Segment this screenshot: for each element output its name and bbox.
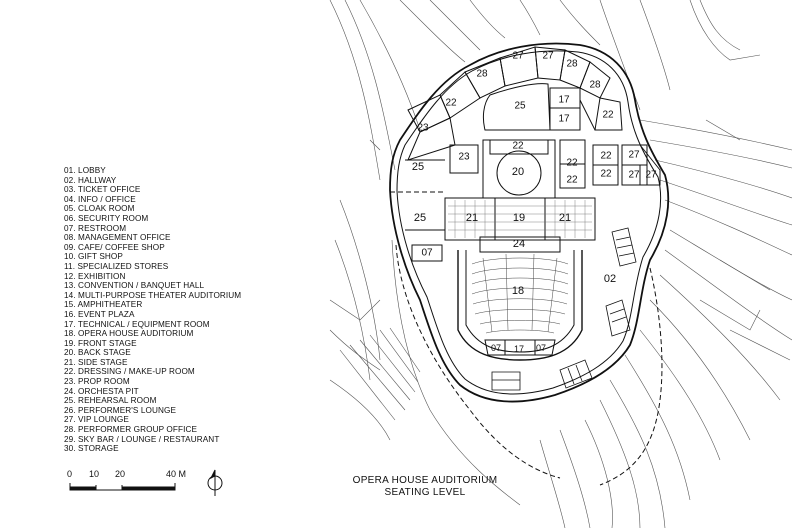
building-outline <box>389 42 670 403</box>
legend-item: 05. CLOAK ROOM <box>64 204 135 214</box>
legend-item: 07. RESTROOM <box>64 223 127 233</box>
room-label: 18 <box>512 285 524 297</box>
auditorium-seating <box>457 250 583 361</box>
legend-item: 20. BACK STAGE <box>64 348 131 358</box>
room-label: 28 <box>476 69 488 80</box>
room-label: 21 <box>466 212 478 224</box>
legend-item: 27. VIP LOUNGE <box>64 415 129 425</box>
legend-item: 01. LOBBY <box>64 166 106 175</box>
legend-item: 16. EVENT PLAZA <box>64 309 135 319</box>
legend-item: 08. MANAGEMENT OFFICE <box>64 233 171 243</box>
room-label: 27 <box>542 51 554 62</box>
legend-item: 12. EXHIBITION <box>64 271 126 281</box>
room-label: 17 <box>558 95 570 106</box>
legend-item: 06. SECURITY ROOM <box>64 213 149 223</box>
room-label: 23 <box>417 123 429 134</box>
room-labels: 27 27 28 28 28 22 25 17 17 22 23 25 23 2… <box>412 51 657 355</box>
legend-item: 03. TICKET OFFICE <box>64 185 141 195</box>
lobby-furniture <box>491 227 637 391</box>
room-label: 22 <box>566 175 578 186</box>
room-label: 25 <box>514 101 526 112</box>
legend-item: 14. MULTI-PURPOSE THEATER AUDITORIUM <box>64 290 242 300</box>
scale-label: 10 <box>89 469 100 479</box>
room-label: 23 <box>458 152 470 163</box>
legend-item: 26. PERFORMER'S LOUNGE <box>64 405 177 415</box>
room-label: 07 <box>491 343 501 353</box>
room-label: 20 <box>512 166 524 178</box>
room-label: 17 <box>514 344 524 354</box>
room-label: 22 <box>512 141 524 152</box>
legend-item: 21. SIDE STAGE <box>64 357 128 367</box>
room-label: 19 <box>513 212 525 224</box>
room-label: 27 <box>512 51 524 62</box>
room-label: 07 <box>536 343 546 353</box>
room-label: 27 <box>628 170 640 181</box>
room-label: 17 <box>558 114 570 125</box>
legend-item: 25. REHEARSAL ROOM <box>64 396 157 406</box>
room-label: 25 <box>414 212 426 224</box>
scale-bar <box>69 483 176 491</box>
room-label: 25 <box>412 161 424 173</box>
drawing-title: OPERA HOUSE AUDITORIUM SEATING LEVEL <box>330 475 520 499</box>
stage-hatching <box>448 200 592 238</box>
room-label: 27 <box>645 170 657 181</box>
room-label: 22 <box>600 169 612 180</box>
north-arrow <box>207 469 223 496</box>
legend-item: 02. HALLWAY <box>64 175 117 185</box>
legend-item: 10. GIFT SHOP <box>64 252 123 262</box>
scale-label: 20 <box>115 469 126 479</box>
room-label: 02 <box>604 273 616 285</box>
room-label: 27 <box>628 150 640 161</box>
legend-item: 30. STORAGE <box>64 444 119 454</box>
legend-item: 24. ORCHESTA PIT <box>64 386 139 396</box>
legend-item: 18. OPERA HOUSE AUDITORIUM <box>64 329 194 339</box>
room-label: 22 <box>566 158 578 169</box>
legend-item: 23. PROP ROOM <box>64 377 130 387</box>
room-label: 22 <box>445 98 457 109</box>
room-label: 28 <box>589 80 601 91</box>
room-label: 07 <box>421 248 433 259</box>
legend-item: 28. PERFORMER GROUP OFFICE <box>64 425 198 435</box>
site-context-lines <box>329 0 792 528</box>
legend-item: 09. CAFE/ COFFEE SHOP <box>64 242 165 252</box>
legend-item: 17. TECHNICAL / EQUIPMENT ROOM <box>64 319 210 329</box>
room-label: 22 <box>602 110 614 121</box>
room-label: 24 <box>513 238 525 250</box>
dashed-site-boundary <box>390 191 663 486</box>
legend-item: 11. SPECIALIZED STORES <box>64 261 169 271</box>
room-label: 28 <box>566 59 578 70</box>
legend-item: 04. INFO / OFFICE <box>64 194 136 204</box>
legend-item: 29. SKY BAR / LOUNGE / RESTAURANT <box>64 434 220 444</box>
legend-item: 13. CONVENTION / BANQUET HALL <box>64 281 205 291</box>
room-label: 22 <box>600 151 612 162</box>
legend-item: 22. DRESSING / MAKE-UP ROOM <box>64 367 195 377</box>
legend-item: 15. AMPHITHEATER <box>64 300 143 310</box>
scale-label: 0 <box>67 469 73 479</box>
room-partitions <box>405 46 661 262</box>
drawing-title-line2: SEATING LEVEL <box>384 487 466 498</box>
drawing-title-line1: OPERA HOUSE AUDITORIUM <box>352 475 498 486</box>
scale-label: 40 M <box>166 469 187 479</box>
legend-item: 19. FRONT STAGE <box>64 338 137 348</box>
room-label: 21 <box>559 212 571 224</box>
